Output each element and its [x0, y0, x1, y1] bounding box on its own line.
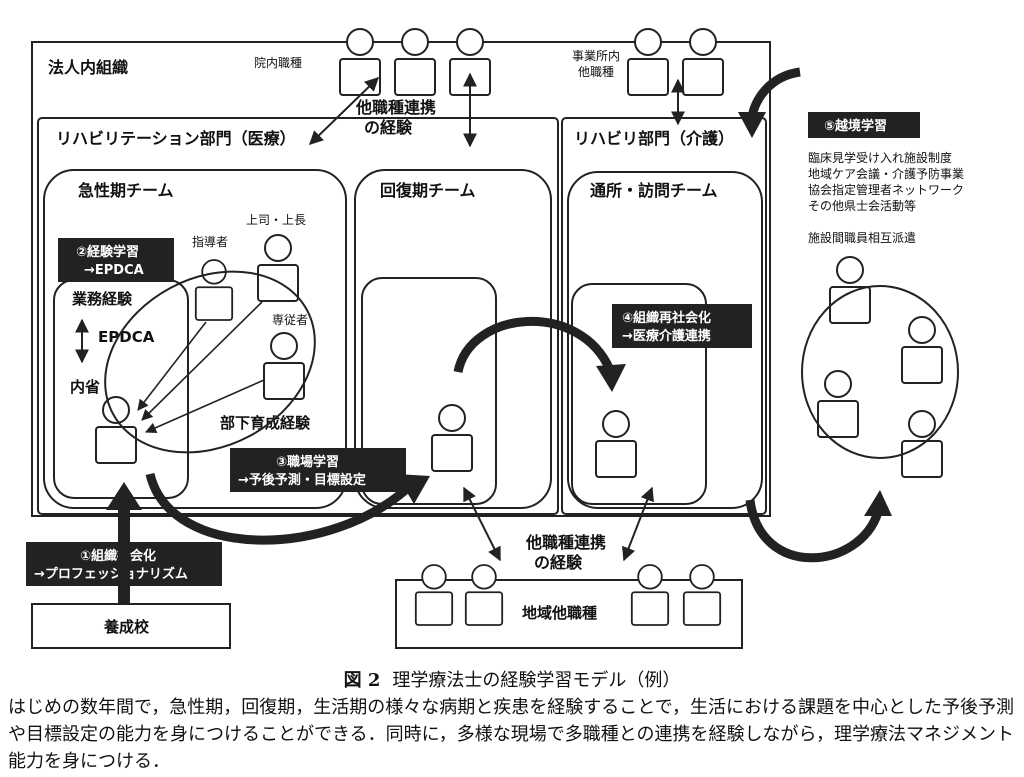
- recovery-inner-frame: [361, 277, 497, 505]
- arrow-mentor-to-self: [137, 321, 207, 411]
- person-mentor: [194, 259, 234, 321]
- rehab-care-frame: [561, 117, 767, 515]
- arrow-daycare-community: [622, 486, 654, 562]
- school-box: [31, 603, 231, 649]
- figure-caption: 図 2 理学療法士の経験学習モデル（例） はじめの数年間で，急性期，回復期，生活期…: [0, 666, 1024, 775]
- arrow-recovery-community: [463, 486, 501, 562]
- acute-team-frame: [43, 169, 347, 509]
- learn4-line2: →医療介護連携: [622, 328, 711, 344]
- cross-item-4: その他県士会活動等: [808, 199, 916, 213]
- cross-item-3: 協会指定管理者ネットワーク: [808, 182, 964, 197]
- arrow-follower-to-self: [144, 379, 265, 434]
- person-office-1: [627, 28, 669, 96]
- boss-label: 上司・上長: [246, 213, 306, 227]
- office-staff-label-1: 事業所内: [572, 49, 620, 63]
- person-self-recovery: [431, 404, 473, 472]
- recovery-team-frame: [354, 169, 552, 509]
- work-experience-label: 業務経験: [71, 290, 133, 308]
- school-label: 養成校: [103, 618, 150, 636]
- acute-cycle-ellipse: [104, 270, 316, 454]
- rehab-care-label: リハビリ部門（介護）: [574, 129, 734, 148]
- arrow-hospital-to-medical: [308, 77, 380, 145]
- learn5-badge: [808, 112, 920, 138]
- learn2-line2: →EPDCA: [84, 263, 144, 278]
- collab-top-label-1: 他職種連携: [355, 98, 436, 117]
- person-network-2: [901, 316, 943, 384]
- collab-bottom-label-2: の経験: [534, 553, 583, 572]
- epdca-label: EPDCA: [98, 328, 155, 346]
- arrow-loop-top-head: [738, 112, 766, 138]
- person-self-daycare: [595, 410, 637, 478]
- person-hospital-2: [394, 28, 436, 96]
- arrow-loop-bottom: [745, 499, 883, 563]
- person-network-1: [829, 256, 871, 324]
- exchange-label: 施設間職員相互派遣: [808, 230, 916, 245]
- collab-bottom-label-1: 他職種連携: [525, 533, 606, 552]
- arrow-loop-top: [747, 67, 801, 119]
- caption-title: 理学療法士の経験学習モデル（例）: [392, 670, 681, 691]
- arrow-recovery-to-daycare: [453, 317, 615, 374]
- person-community-3: [630, 564, 670, 626]
- learn1-line2: →プロフェッショナリズム: [34, 566, 188, 582]
- caption-body: はじめの数年間で，急性期，回復期，生活期の様々な病期と疾患を経験することで，生活…: [8, 697, 1015, 772]
- arrow-boss-to-self: [141, 301, 263, 421]
- reflection-label: 内省: [70, 378, 100, 396]
- arrow-recovery-to-daycare-head: [596, 364, 626, 392]
- office-staff-label-2: 他職種: [578, 65, 614, 79]
- person-self-acute: [95, 396, 137, 464]
- mentor-label: 指導者: [192, 234, 228, 249]
- person-office-2: [682, 28, 724, 96]
- arrow-acute-to-recovery-head: [396, 474, 430, 504]
- learn2-line1: ②経験学習: [76, 244, 139, 260]
- cross-item-1: 臨床見学受け入れ施設制度: [808, 150, 952, 165]
- arrow-school-shaft: [118, 506, 130, 604]
- arrow-school-head: [106, 482, 142, 510]
- learn3-line2: →予後予測・目標設定: [238, 472, 366, 488]
- cross-item-2: 地域ケア会議・介護予防事業: [808, 166, 964, 181]
- learn2-badge: [58, 238, 174, 282]
- caption-title-line: 図 2 理学療法士の経験学習モデル（例）: [0, 666, 1024, 692]
- caption-label: 図 2: [343, 670, 381, 691]
- collab-top-label-2: の経験: [364, 118, 413, 137]
- person-community-2: [464, 564, 504, 626]
- person-community-4: [682, 564, 722, 626]
- acute-team-label: 急性期チーム: [78, 181, 174, 200]
- community-label: 地域他職種: [522, 604, 597, 622]
- network-circle: [801, 285, 959, 459]
- daycare-team-label: 通所・訪問チーム: [590, 181, 718, 200]
- person-follower: [263, 332, 305, 400]
- person-community-1: [414, 564, 454, 626]
- arrow-acute-to-recovery: [145, 472, 414, 545]
- arrow-loop-bottom-head: [864, 490, 892, 516]
- community-box: [395, 579, 743, 649]
- org-label: 法人内組織: [48, 58, 128, 77]
- rehab-medical-frame: [37, 117, 559, 515]
- in-hospital-staff-label: 院内職種: [254, 56, 302, 70]
- learn5-label: ⑤越境学習: [824, 118, 887, 134]
- learn3-badge: [230, 448, 406, 492]
- daycare-team-frame: [567, 171, 763, 509]
- experiential-learning-diagram: 法人内組織 院内職種 事業所内 他職種 他職種連携 の経験 リハビリテーション部…: [26, 28, 964, 649]
- learn3-line1: ③職場学習: [276, 454, 339, 470]
- learn4-line1: ④組織再社会化: [622, 310, 711, 326]
- recovery-team-label: 回復期チーム: [380, 181, 476, 200]
- rehab-medical-label: リハビリテーション部門（医療）: [56, 129, 296, 148]
- person-hospital-1: [339, 28, 381, 96]
- learn4-badge: [612, 304, 752, 348]
- follower-label: 専従者: [272, 313, 308, 327]
- person-network-3: [817, 370, 859, 438]
- subordinate-exp-label: 部下育成経験: [220, 414, 311, 432]
